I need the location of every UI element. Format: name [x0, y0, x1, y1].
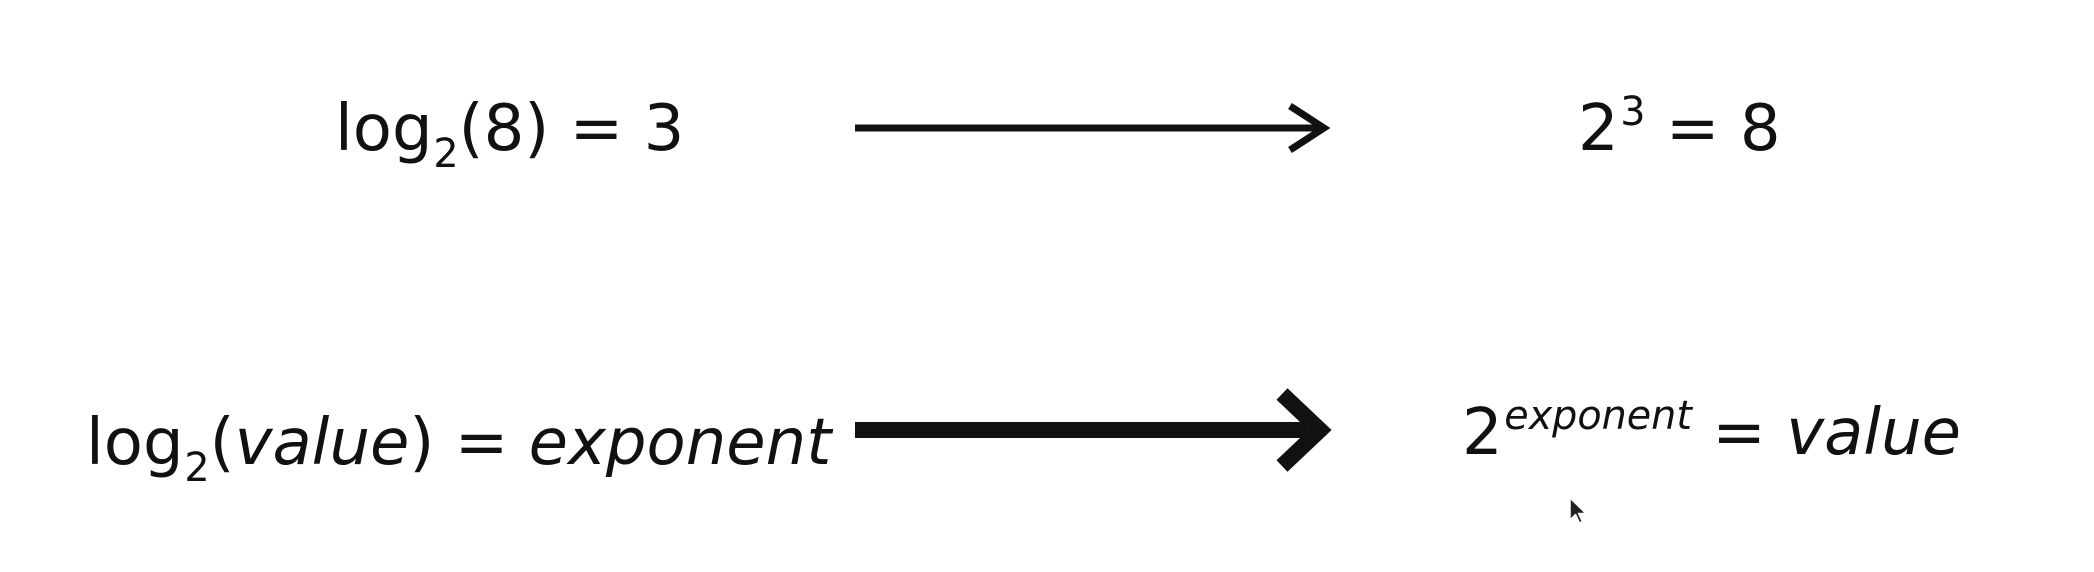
exponent-general-expression: 2exponent = value	[1462, 397, 1961, 465]
equals-sign: =	[1645, 92, 1740, 166]
equals-sign: =	[549, 92, 644, 166]
paren-close: )	[409, 406, 435, 480]
paren-close: )	[524, 92, 550, 166]
power-result: value	[1786, 396, 1962, 470]
power-base: 2	[1578, 92, 1619, 166]
power-result: 8	[1739, 92, 1781, 166]
log-result: exponent	[528, 406, 832, 480]
log-argument: value	[234, 406, 410, 480]
mouse-cursor-icon	[1569, 497, 1587, 524]
right-arrow-icon	[855, 103, 1331, 153]
power-base: 2	[1462, 396, 1503, 470]
power-exponent: 3	[1620, 89, 1646, 136]
log-general-expression: log2(value) = exponent	[86, 411, 831, 487]
power-exponent: exponent	[1504, 393, 1692, 440]
log-base: 2	[433, 130, 459, 177]
paren-open: (	[458, 92, 484, 166]
log-function-label: log	[335, 92, 433, 166]
equals-sign: =	[1691, 396, 1787, 470]
exponent-example-expression: 23 = 8	[1578, 93, 1781, 161]
log-argument: 8	[483, 92, 525, 166]
bold-right-arrow-icon	[855, 388, 1332, 472]
paren-open: (	[209, 406, 235, 480]
equals-sign: =	[434, 406, 529, 480]
log-function-label: log	[86, 406, 184, 480]
log-base: 2	[184, 444, 210, 491]
log-result: 3	[643, 92, 685, 166]
log-example-expression: log2(8) = 3	[335, 97, 684, 173]
